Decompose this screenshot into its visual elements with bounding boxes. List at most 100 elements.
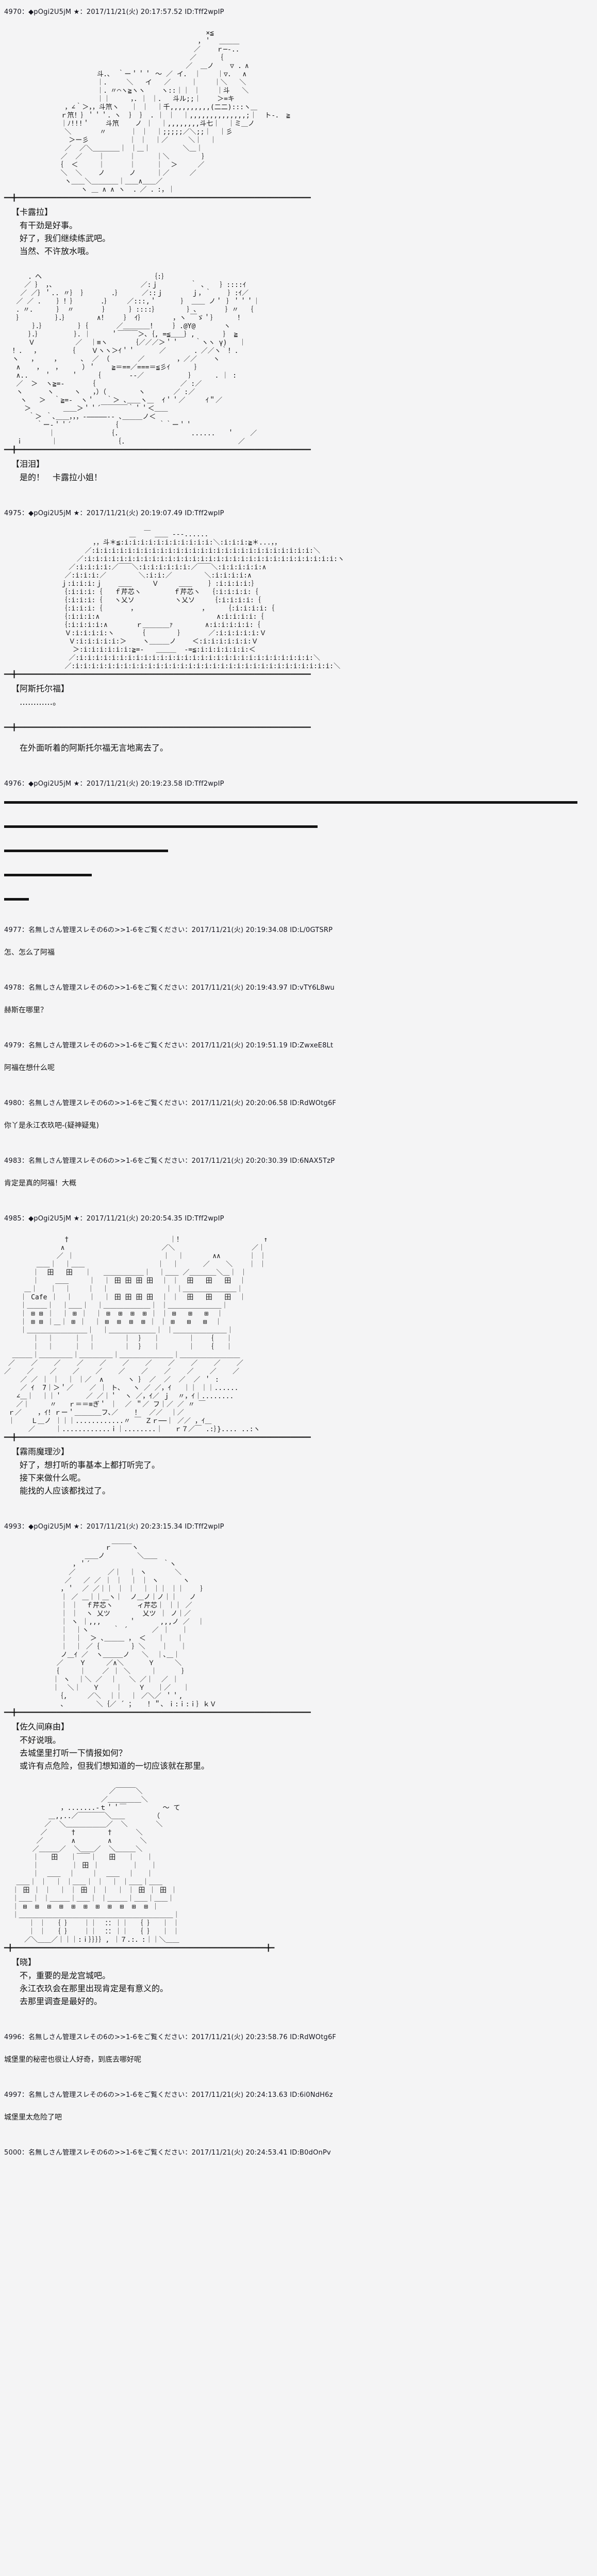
post-tripcode-name[interactable]: ◆pOgi2U5jM ★ <box>28 780 80 788</box>
post-header: 4970：◆pOgi2U5jM ★：2017/11/21(火) 20:17:57… <box>4 8 224 16</box>
post: 4996：名無しさん管理スレその6の>>1-6をご覧ください：2017/11/2… <box>4 2031 595 2065</box>
dialog-block: 【晓】不，重要的是龙宫城吧。永江衣玖会在那里出现肯定是有意义的。去那里调查是最好… <box>11 1956 595 2008</box>
dialog-line: 好了，想打听的事基本上都打听完了。 <box>20 1460 160 1470</box>
dialog-speaker: 【佐久间麻由】 <box>11 1722 70 1732</box>
narration-line: 在外面听着的阿斯托尔福无言地离去了。 <box>20 743 169 753</box>
post: 4997：名無しさん管理スレその6の>>1-6をご覧ください：2017/11/2… <box>4 2089 595 2123</box>
dialog-block: 【卡露拉】有干劲是好事。好了，我们继续练武吧。当然、不许放水哦。 <box>11 206 595 258</box>
post-number[interactable]: 4985 <box>4 1215 22 1223</box>
ascii-art: ＿ ￣ ＿＿ ---...... ，，斗＊≦:i:i:i:i:i:i:i:i:i… <box>4 531 344 679</box>
post-datetime: 2017/11/21(火) 20:19:43.97 <box>191 984 288 992</box>
post-number[interactable]: 4983 <box>4 1157 22 1165</box>
post-number[interactable]: 4978 <box>4 984 22 992</box>
post-tripcode-name[interactable]: ◆pOgi2U5jM ★ <box>28 1215 80 1223</box>
ascii-art: † ｜！ ↑ ∧ ／＼ ／｜ ／ ｜ ｜ ｜ ∧∧ ｜ ｜ ＿＿｜ ｜＿＿ <box>4 1236 311 1442</box>
post-anon-name[interactable]: 名無しさん管理スレその6の>>1-6をご覧ください <box>28 2091 185 2099</box>
post: 4983：名無しさん管理スレその6の>>1-6をご覧ください：2017/11/2… <box>4 1155 595 1189</box>
post-header: 4996：名無しさん管理スレその6の>>1-6をご覧ください：2017/11/2… <box>4 2033 337 2041</box>
post: 4978：名無しさん管理スレその6の>>1-6をご覧ください：2017/11/2… <box>4 982 595 1016</box>
post-datetime: 2017/11/21(火) 20:20:06.58 <box>191 1099 288 1107</box>
post-header: 4980：名無しさん管理スレその6の>>1-6をご覧ください：2017/11/2… <box>4 1099 337 1107</box>
post-anon-name[interactable]: 名無しさん管理スレその6の>>1-6をご覧ください <box>28 2149 185 2157</box>
post-tripcode-name[interactable]: ◆pOgi2U5jM ★ <box>28 8 80 16</box>
dialog-block: 【霧雨魔理沙】好了，想打听的事基本上都打听完了。接下来做什么呢。能找的人应该都找… <box>11 1445 595 1497</box>
post-user-id: ID:Tff2wpIP <box>185 8 224 16</box>
post-header: 4978：名無しさん管理スレその6の>>1-6をご覧ください：2017/11/2… <box>4 984 335 992</box>
ascii-art: ×≦ ，＇ ＿＿＿ ／ ｒ─-.. ／ ｛ <box>4 29 311 202</box>
post-anon-name[interactable]: 名無しさん管理スレその6の>>1-6をご覧ください <box>28 984 185 992</box>
post-number[interactable]: 4976 <box>4 780 22 788</box>
dialog-line: 是的！ 卡露拉小姐！ <box>20 472 103 482</box>
post-user-id: ID:RdWOtg6F <box>290 1099 337 1107</box>
dialog-line: 能找的人应该都找过了。 <box>20 1486 111 1496</box>
post-datetime: 2017/11/21(火) 20:20:54.35 <box>86 1215 183 1223</box>
thread-page: 4970：◆pOgi2U5jM ★：2017/11/21(火) 20:17:57… <box>4 6 595 2157</box>
dialog-line: 去那里调查是最好的。 <box>20 1996 103 2006</box>
post-user-id: ID:vTY6L8wu <box>290 984 335 992</box>
post-user-id: ID:Tff2wpIP <box>185 780 224 788</box>
post: 4993：◆pOgi2U5jM ★：2017/11/21(火) 20:23:15… <box>4 1521 595 2008</box>
dialog-line: 有干劲是好事。 <box>20 221 78 230</box>
dialog-line: 好了，我们继续练武吧。 <box>20 233 111 243</box>
post-user-id: ID:Tff2wpIP <box>185 1215 224 1223</box>
post-datetime: 2017/11/21(火) 20:23:15.34 <box>86 1523 183 1531</box>
post-number[interactable]: 4979 <box>4 1042 22 1049</box>
dialog-block: 【佐久间麻由】不好说哦。去城堡里打听一下情报如何？或许有点危险，但我们想知道的一… <box>11 1720 595 1772</box>
dialog-speaker: 【晓】 <box>11 1957 37 1967</box>
post-header: 4993：◆pOgi2U5jM ★：2017/11/21(火) 20:23:15… <box>4 1523 224 1531</box>
post-header: 5000：名無しさん管理スレその6の>>1-6をご覧ください：2017/11/2… <box>4 2149 331 2157</box>
post: 4977：名無しさん管理スレその6の>>1-6をご覧ください：2017/11/2… <box>4 924 595 958</box>
post-number[interactable]: 4996 <box>4 2033 22 2041</box>
post: 4980：名無しさん管理スレその6の>>1-6をご覧ください：2017/11/2… <box>4 1097 595 1131</box>
post-header: 4979：名無しさん管理スレその6の>>1-6をご覧ください：2017/11/2… <box>4 1042 334 1049</box>
post-datetime: 2017/11/21(火) 20:17:57.52 <box>86 8 183 16</box>
post-number[interactable]: 4970 <box>4 8 22 16</box>
post-body-line: 你丫是永江衣玖吧-(疑神疑鬼) <box>4 1122 99 1130</box>
post-user-id: ID:6NAX5TzP <box>290 1157 335 1165</box>
post-datetime: 2017/11/21(火) 20:19:34.08 <box>191 926 288 934</box>
scene-break-line <box>4 850 168 852</box>
post-header: 4977：名無しさん管理スレその6の>>1-6をご覧ください：2017/11/2… <box>4 926 333 934</box>
post-number[interactable]: 4993 <box>4 1523 22 1531</box>
post: 5000：名無しさん管理スレその6の>>1-6をご覧ください：2017/11/2… <box>4 2147 595 2157</box>
post-body-line: 赫斯在哪里？ <box>4 1006 47 1014</box>
post-number[interactable]: 4975 <box>4 510 22 517</box>
post-header: 4983：名無しさん管理スレその6の>>1-6をご覧ください：2017/11/2… <box>4 1157 335 1165</box>
dialog-line: 不好说哦。 <box>20 1735 61 1745</box>
post-datetime: 2017/11/21(火) 20:19:23.58 <box>86 780 183 788</box>
ascii-art: ｒ￣￣￣ヽ ＿＿ノ ＼＿＿ ，＇´ ｀ヽ ／ ／｜ ｜ ヽ ＼ ／ ／ ／ ｜ … <box>4 1544 311 1717</box>
post-user-id: ID:B0dOnPv <box>290 2149 331 2157</box>
post-datetime: 2017/11/21(火) 20:24:13.63 <box>191 2091 288 2099</box>
post-number[interactable]: 4977 <box>4 926 22 934</box>
dialog-line: 或许有点危险，但我们想知道的一切应该就在那里。 <box>20 1761 210 1771</box>
post-header: 4997：名無しさん管理スレその6の>>1-6をご覧ください：2017/11/2… <box>4 2091 333 2099</box>
dialog-line: …………。 <box>20 697 61 707</box>
post-number[interactable]: 4980 <box>4 1099 22 1107</box>
post-header: 4976：◆pOgi2U5jM ★：2017/11/21(火) 20:19:23… <box>4 780 224 788</box>
post-anon-name[interactable]: 名無しさん管理スレその6の>>1-6をご覧ください <box>28 1157 185 1165</box>
dialog-block: 【阿斯托尔福】 …………。 <box>11 682 595 708</box>
post-number[interactable]: 5000 <box>4 2149 22 2157</box>
dialog-line: 接下来做什么呢。 <box>20 1473 86 1483</box>
post: 4970：◆pOgi2U5jM ★：2017/11/21(火) 20:17:57… <box>4 6 595 484</box>
dialog-speaker: 【霧雨魔理沙】 <box>11 1447 70 1456</box>
dialog-line: 永江衣玖会在那里出现肯定是有意义的。 <box>20 1984 169 1993</box>
post-anon-name[interactable]: 名無しさん管理スレその6の>>1-6をご覧ください <box>28 2033 185 2041</box>
scene-break-line <box>4 801 577 804</box>
post-user-id: ID:ZwxeE8Lt <box>290 1042 334 1049</box>
post: 4985：◆pOgi2U5jM ★：2017/11/21(火) 20:20:54… <box>4 1213 595 1497</box>
post-datetime: 2017/11/21(火) 20:19:07.49 <box>86 510 183 517</box>
post-anon-name[interactable]: 名無しさん管理スレその6の>>1-6をご覧ください <box>28 1042 185 1049</box>
post-number[interactable]: 4997 <box>4 2091 22 2099</box>
post-anon-name[interactable]: 名無しさん管理スレその6の>>1-6をご覧ください <box>28 926 185 934</box>
post-user-id: ID:RdWOtg6F <box>290 2033 337 2041</box>
dialog-speaker: 【阿斯托尔福】 <box>11 684 70 693</box>
dialog-line: 当然、不许放水哦。 <box>20 246 94 256</box>
post-tripcode-name[interactable]: ◆pOgi2U5jM ★ <box>28 1523 80 1531</box>
post-body-line: 阿福在想什么呢 <box>4 1064 55 1072</box>
post-tripcode-name[interactable]: ◆pOgi2U5jM ★ <box>28 510 80 517</box>
post-anon-name[interactable]: 名無しさん管理スレその6の>>1-6をご覧ください <box>28 1099 185 1107</box>
post-user-id: ID:Tff2wpIP <box>185 510 224 517</box>
post-header: 4985：◆pOgi2U5jM ★：2017/11/21(火) 20:20:54… <box>4 1215 224 1223</box>
dialog-line: 不，重要的是龙宫城吧。 <box>20 1971 111 1980</box>
